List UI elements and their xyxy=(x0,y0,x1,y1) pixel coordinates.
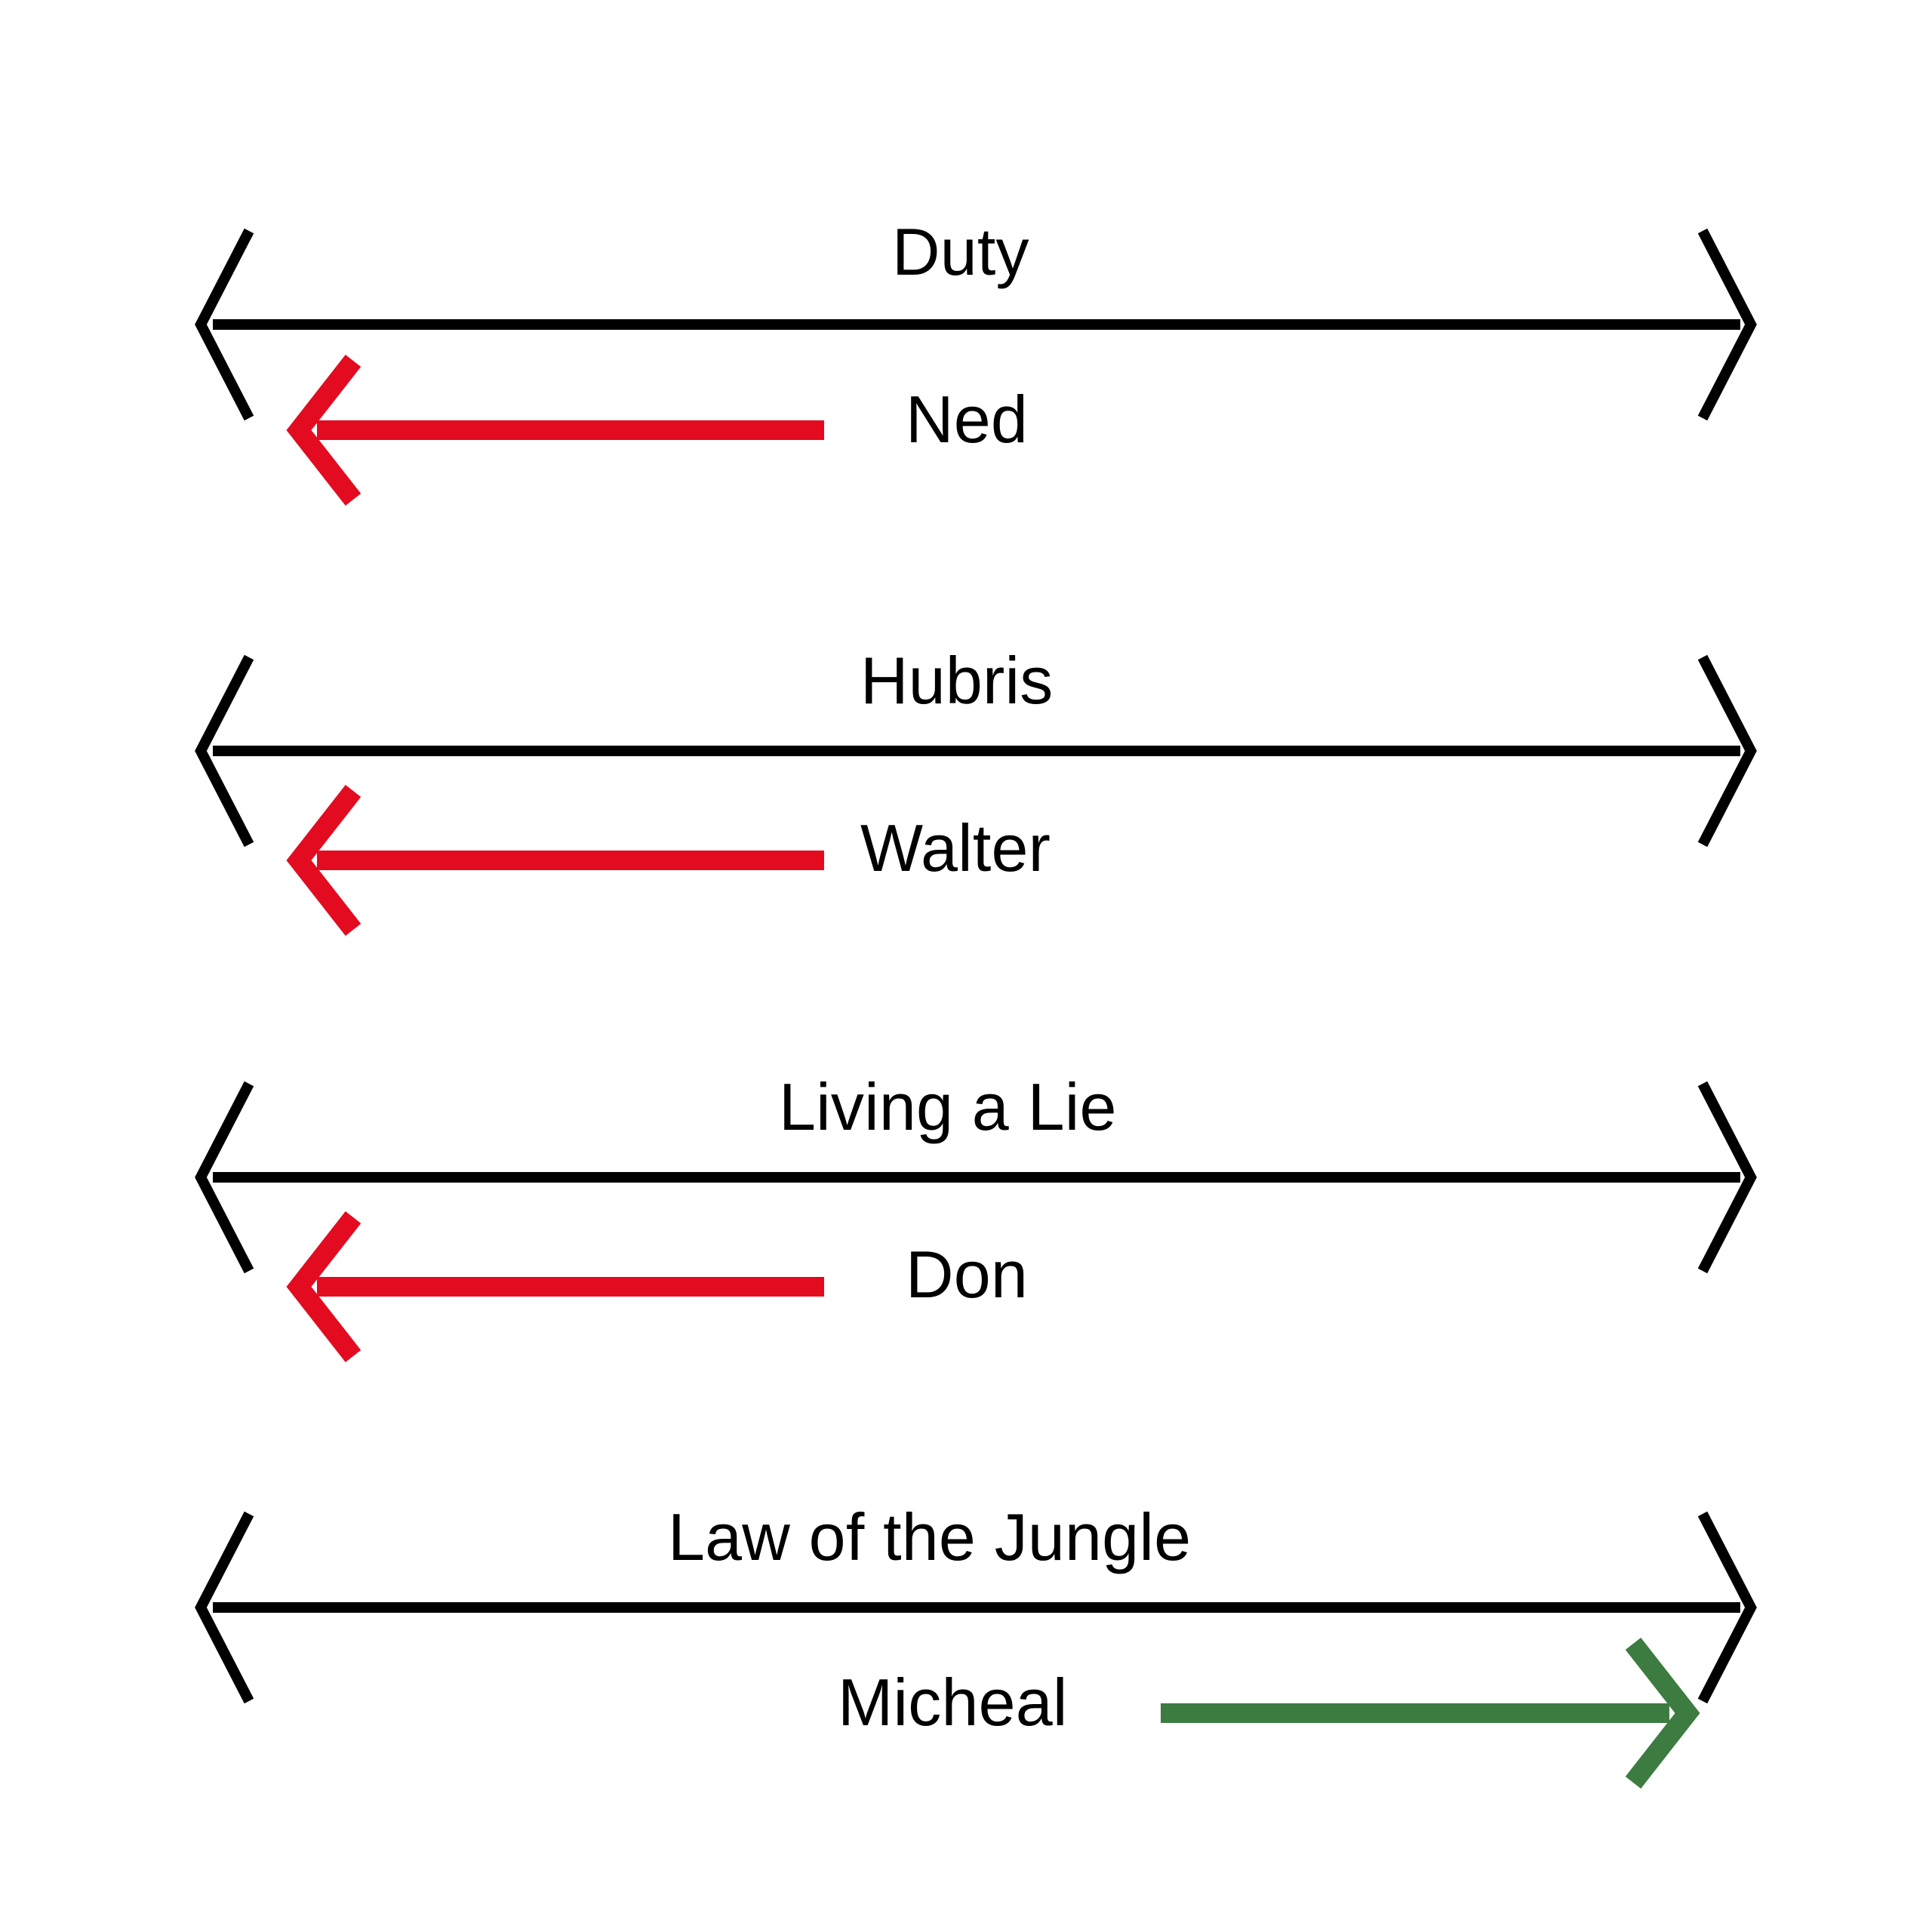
character-label-walter: Walter xyxy=(860,811,1051,885)
character-arrow-micheal xyxy=(1161,1637,1700,1789)
axis-arrowhead-right-law-of-the-jungle xyxy=(1697,1511,1757,1704)
axis-arrowhead-right-duty xyxy=(1697,228,1757,421)
character-arrowhead-micheal xyxy=(1625,1637,1700,1789)
axis-arrowhead-left-law-of-the-jungle xyxy=(195,1511,254,1704)
axis-living-a-lie xyxy=(195,1081,1757,1274)
character-arrowhead-don xyxy=(286,1211,361,1363)
axis-arrowhead-left-living-a-lie xyxy=(195,1081,254,1274)
axis-duty xyxy=(195,228,1757,421)
character-arrow-ned xyxy=(286,354,824,506)
character-label-don: Don xyxy=(906,1237,1029,1312)
character-arrowhead-walter xyxy=(286,784,361,937)
axis-arrowhead-left-duty xyxy=(195,228,254,421)
character-arrow-don xyxy=(286,1211,824,1363)
axis-arrowhead-right-hubris xyxy=(1697,654,1757,848)
group-title-living-a-lie: Living a Lie xyxy=(779,1069,1117,1144)
character-label-micheal: Micheal xyxy=(838,1665,1068,1740)
group-title-duty: Duty xyxy=(892,214,1029,289)
character-arrowhead-ned xyxy=(286,354,361,506)
axis-arrowhead-right-living-a-lie xyxy=(1697,1081,1757,1274)
group-title-law-of-the-jungle: Law of the Jungle xyxy=(668,1500,1192,1574)
character-label-ned: Ned xyxy=(906,382,1029,457)
axis-hubris xyxy=(195,654,1757,848)
group-title-hubris: Hubris xyxy=(860,643,1054,718)
axis-law-of-the-jungle xyxy=(195,1511,1757,1704)
character-arrow-walter xyxy=(286,784,824,937)
axis-arrowhead-left-hubris xyxy=(195,654,254,848)
